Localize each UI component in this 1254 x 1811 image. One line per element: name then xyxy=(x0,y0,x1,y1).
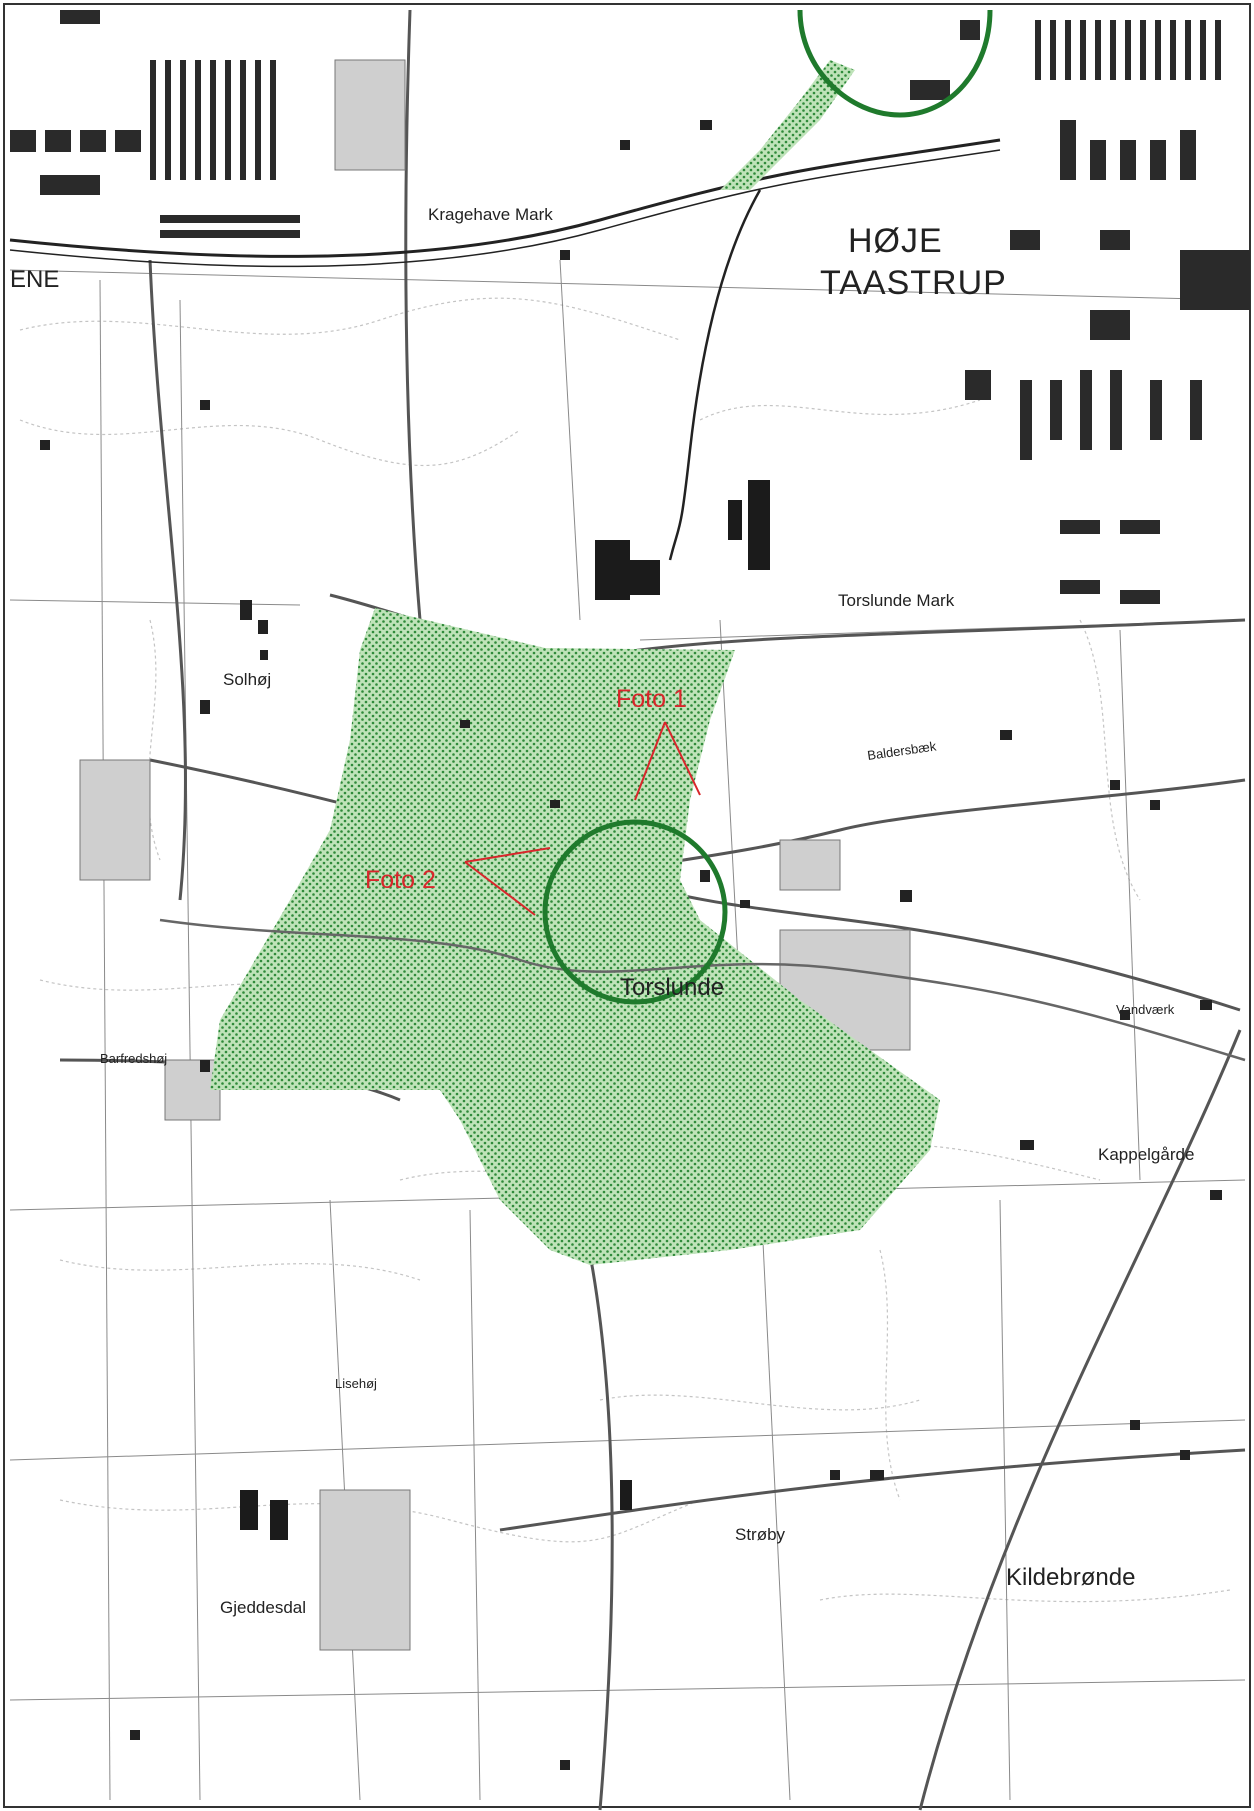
label-vandvaerk: Vandværk xyxy=(1116,1002,1175,1017)
label-gjeddesdal: Gjeddesdal xyxy=(220,1598,306,1617)
railways xyxy=(9,138,1001,561)
map-border xyxy=(3,3,1251,1808)
label-ene: ENE xyxy=(10,266,59,293)
urban-blocks-left xyxy=(10,10,300,238)
label-hoje: HØJE xyxy=(848,222,943,260)
protected-area-north xyxy=(720,60,855,190)
label-baldersbaek: Baldersbæk xyxy=(866,738,937,763)
industrial-buildings xyxy=(240,480,836,1540)
label-kragehave-mark: Kragehave Mark xyxy=(428,205,553,224)
label-kildebronde: Kildebrønde xyxy=(1006,1564,1135,1591)
label-taastrup: TAASTRUP xyxy=(820,264,1007,302)
stream-baldersbaek xyxy=(159,918,1246,1062)
label-solhoj: Solhøj xyxy=(223,670,271,689)
area-circle-north xyxy=(797,9,993,118)
protected-area xyxy=(210,608,940,1265)
label-torslunde-mark: Torslunde Mark xyxy=(838,591,955,610)
label-barfredshoj: Barfredshøj xyxy=(100,1051,167,1066)
label-kappelgarde: Kappelgårde xyxy=(1098,1145,1194,1164)
label-streby: Strøby xyxy=(735,1525,786,1544)
urban-blocks-right xyxy=(910,20,1250,604)
annotation-leaders xyxy=(464,721,701,916)
label-torslunde: Torslunde xyxy=(620,974,724,1001)
area-circle-torslunde xyxy=(542,819,728,1005)
annotation-foto-1: Foto 1 xyxy=(616,685,687,713)
annotation-foto-2: Foto 2 xyxy=(365,866,436,894)
small-buildings xyxy=(40,120,1222,1770)
label-lisehoj: Lisehøj xyxy=(335,1376,377,1391)
grey-areas xyxy=(79,59,911,1651)
